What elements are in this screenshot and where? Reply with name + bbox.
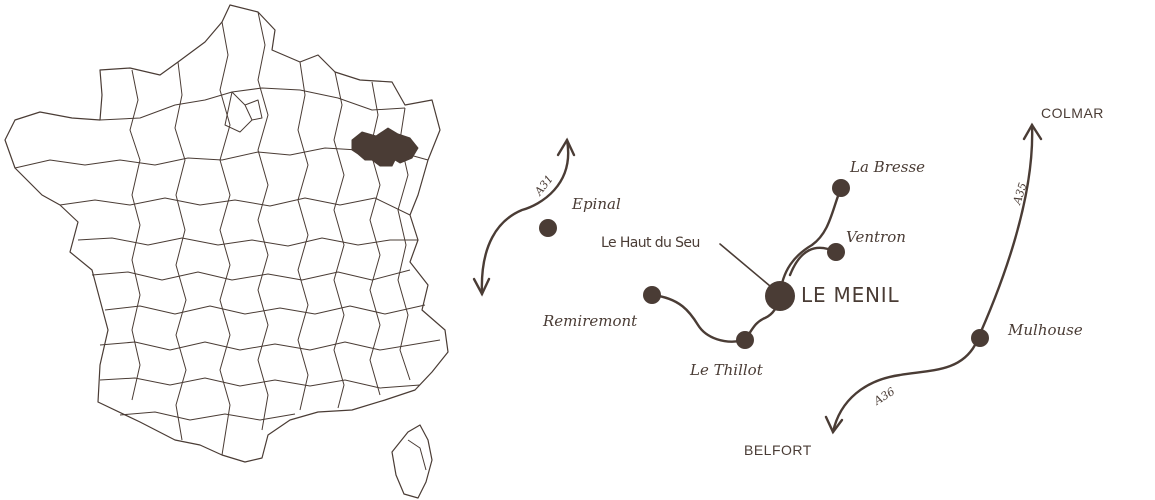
- marker-epinal: [539, 219, 557, 237]
- highlighted-department-vosges: [351, 127, 419, 167]
- link-le-menil-le-haut-du-seu: [719, 243, 771, 287]
- marker-mulhouse: [971, 329, 989, 347]
- link-le-menil-la-bresse: [778, 186, 843, 298]
- road-a31: [480, 138, 570, 296]
- marker-le-thillot: [736, 331, 754, 349]
- label-belfort: BELFORT: [744, 442, 812, 458]
- road-label-a31: A31: [532, 173, 556, 199]
- department-borders: [14, 11, 441, 471]
- label-ventron: Ventron: [846, 228, 906, 246]
- corsica-outline: [391, 424, 433, 499]
- map-labels: Epinal Le Haut du Seu La Bresse Ventron …: [532, 105, 1104, 458]
- road-a35-a36: [831, 123, 1034, 434]
- road-label-a35: A35: [1010, 181, 1029, 207]
- place-markers: [539, 179, 989, 349]
- label-le-menil: LE MENIL: [801, 283, 899, 307]
- route-schematic: [472, 122, 1043, 435]
- marker-le-menil: [765, 281, 795, 311]
- arrow-head-south: [472, 277, 491, 297]
- marker-remiremont: [643, 286, 661, 304]
- label-la-bresse: La Bresse: [849, 158, 925, 176]
- marker-ventron: [827, 243, 845, 261]
- arrow-head-north: [556, 137, 576, 157]
- road-label-a36: A36: [871, 385, 897, 408]
- arrow-head-belfort: [824, 415, 844, 435]
- france-map: [4, 4, 449, 499]
- label-colmar: COLMAR: [1041, 105, 1104, 121]
- label-epinal: Epinal: [571, 195, 621, 213]
- marker-la-bresse: [832, 179, 850, 197]
- link-remiremont-le-thillot: [650, 293, 747, 343]
- label-le-haut-du-seu: Le Haut du Seu: [601, 235, 700, 251]
- label-remiremont: Remiremont: [542, 312, 638, 330]
- label-mulhouse: Mulhouse: [1007, 321, 1083, 339]
- label-le-thillot: Le Thillot: [689, 361, 764, 379]
- arrow-head-colmar: [1022, 122, 1043, 141]
